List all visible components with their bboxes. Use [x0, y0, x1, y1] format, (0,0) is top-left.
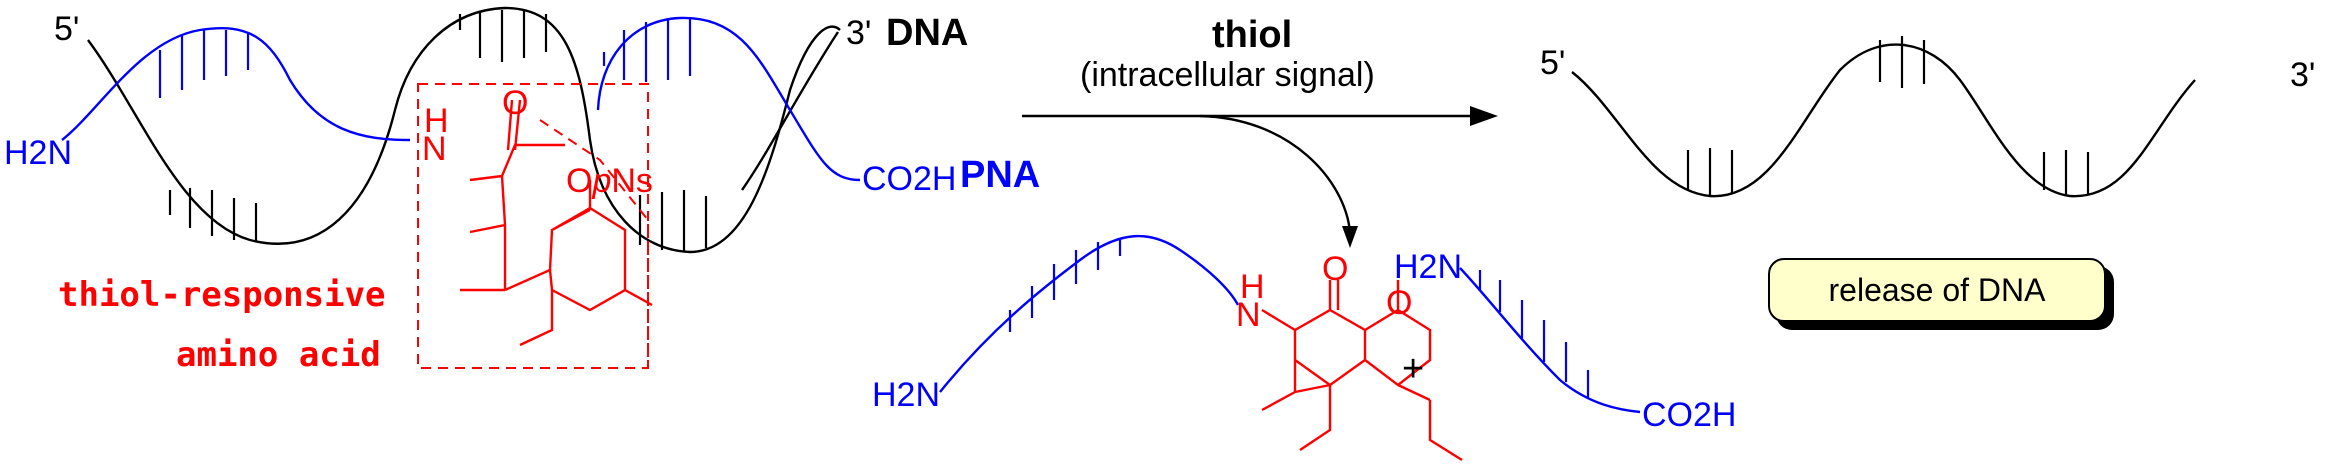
amino-acid-caption-line2: amino acid — [176, 335, 381, 375]
product-pna-strand — [939, 234, 1240, 393]
reagent-label: thiol — [1212, 14, 1293, 56]
product-pna-fragment-bases — [1478, 270, 1590, 398]
amino-acid-bonds — [460, 99, 653, 347]
amino-acid-h-label: H — [424, 102, 449, 140]
amino-acid-n-label: N — [422, 130, 447, 168]
dna-5prime-label: 5' — [54, 10, 80, 48]
lactone-bonds — [1261, 280, 1463, 462]
product-carbonyl-o-label: O — [1322, 250, 1349, 288]
pna-n-terminus-label: H2N — [4, 134, 73, 172]
pna-strand — [61, 16, 861, 182]
product-pna-bases — [1008, 240, 1122, 332]
dna-3prime-label: 3' — [846, 14, 872, 52]
amino-acid-protecting-group-label: OpNs — [566, 162, 653, 200]
amino-acid-carbonyl-o-label: O — [502, 84, 529, 122]
fragment-h2n-label: H2N — [1394, 248, 1463, 286]
plus-sign: + — [1402, 348, 1425, 390]
reaction-arrow-head — [1470, 106, 1498, 126]
product-ring-o-label: O — [1386, 284, 1413, 322]
product-n-label: N — [1236, 296, 1261, 334]
release-of-dna-box: release of DNA — [1768, 258, 2106, 322]
fragment-co2h-label: CO2H — [1642, 396, 1737, 434]
released-dna-bases — [1686, 36, 2090, 196]
released-dna-strand — [1571, 43, 2196, 198]
released-dna-5prime-label: 5' — [1540, 44, 1566, 82]
branch-arrow-head — [1342, 226, 1358, 248]
released-dna-3prime-label: 3' — [2290, 56, 2316, 94]
amino-acid-dashed-link — [539, 119, 649, 368]
amino-acid-caption-line1: thiol-responsive — [58, 275, 386, 315]
amino-acid-box — [417, 83, 649, 369]
pna-bases — [158, 18, 692, 98]
reagent-note-label: (intracellular signal) — [1080, 56, 1375, 94]
dna-strand-tail — [741, 31, 840, 191]
dna-strand — [87, 6, 841, 254]
dna-bases — [168, 10, 708, 252]
product-h2n-label: H2N — [872, 376, 941, 414]
release-of-dna-label: release of DNA — [1828, 271, 2046, 308]
dna-name-label: DNA — [886, 12, 969, 54]
product-h-label: H — [1240, 268, 1265, 306]
product-pna-fragment-strand — [1459, 267, 1641, 414]
branch-arrow — [1199, 114, 1352, 233]
pna-name-label: PNA — [960, 154, 1041, 196]
pna-c-terminus-label: CO2H — [862, 160, 957, 198]
